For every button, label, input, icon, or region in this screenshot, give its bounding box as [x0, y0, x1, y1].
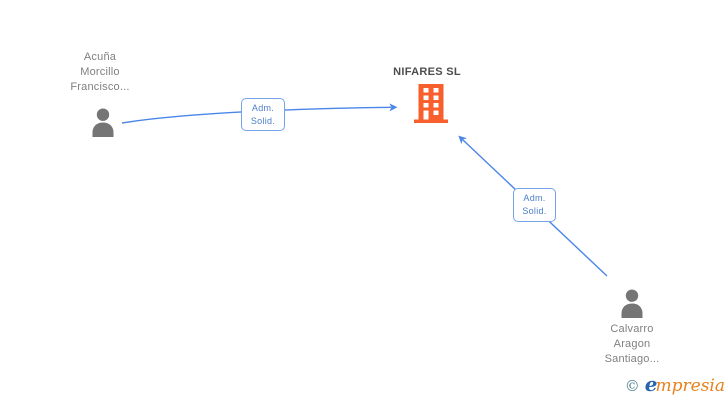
edge-label-person1-company: Adm. Solid.: [241, 98, 285, 131]
brand-initial: e: [644, 372, 658, 396]
brand-rest: mpresia: [655, 376, 726, 396]
node-person2[interactable]: [617, 288, 647, 318]
node-person2-label: Calvarro Aragon Santiago...: [604, 323, 660, 365]
node-person1-label: Acuña Morcillo Francisco...: [70, 51, 130, 93]
node-company[interactable]: [414, 84, 448, 128]
node-person1[interactable]: [88, 107, 118, 137]
watermark: © empresia: [625, 372, 725, 398]
edge-label-person2-company: Adm. Solid.: [513, 188, 556, 222]
building-icon: [414, 84, 448, 123]
node-company-label: NIFARES SL: [393, 66, 461, 78]
copyright-icon: ©: [624, 377, 640, 395]
person-icon: [621, 289, 643, 318]
brand-logo: empresia: [645, 372, 725, 396]
person-icon: [92, 108, 114, 137]
